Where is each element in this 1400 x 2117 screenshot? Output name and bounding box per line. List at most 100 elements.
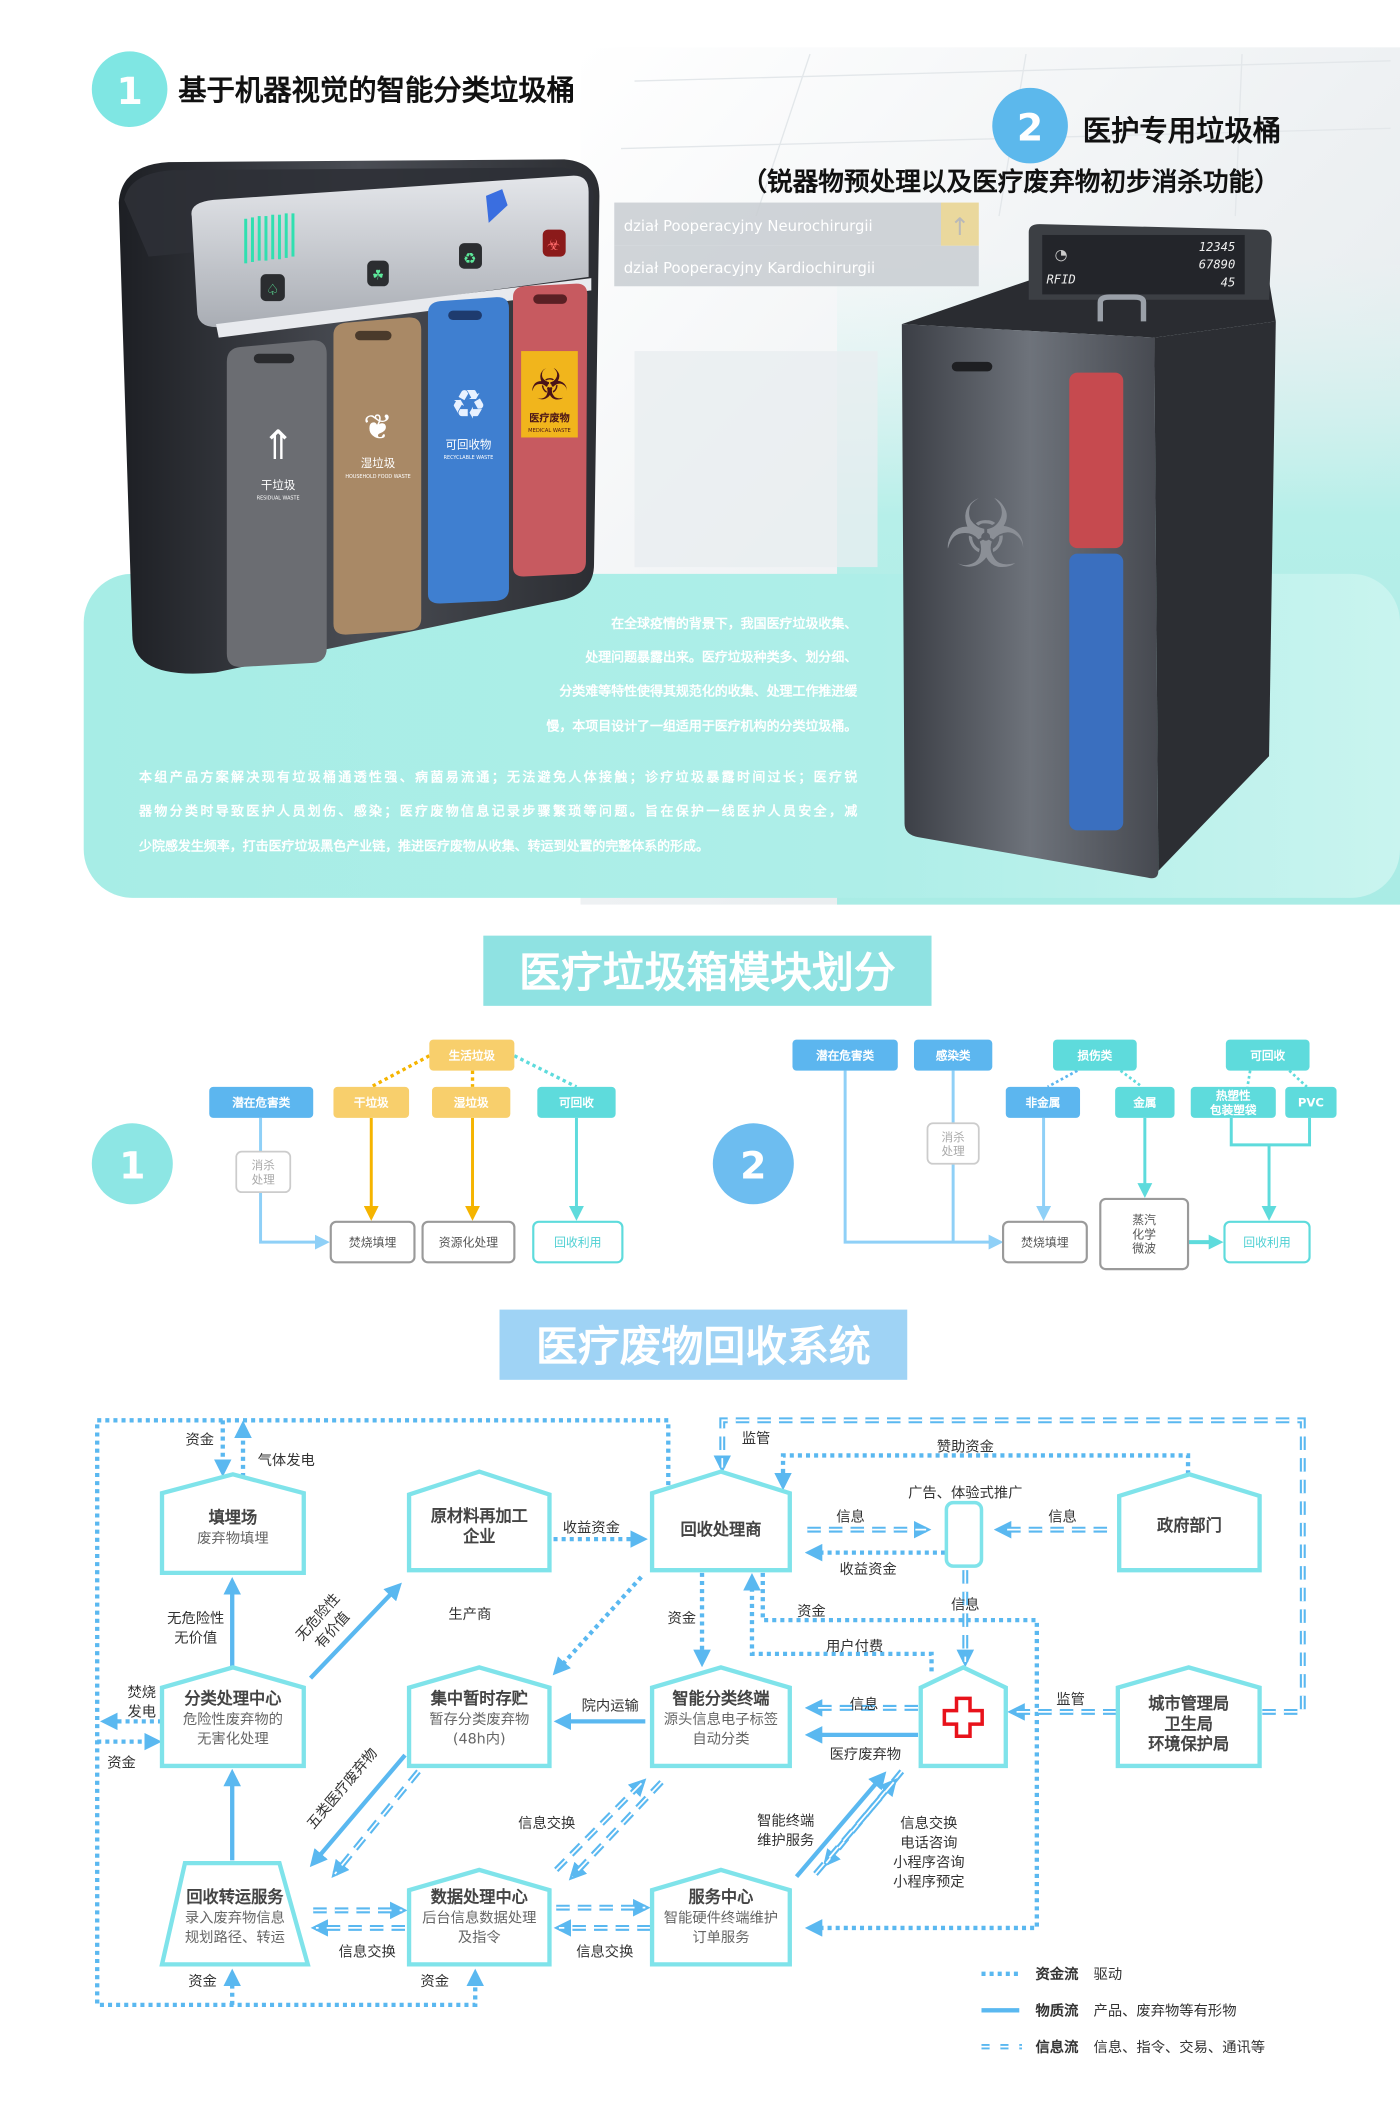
node-title: 回收处理商 <box>680 1520 761 1539</box>
bin-label-medical: 医疗废物 <box>529 411 569 424</box>
connector-line <box>1229 1117 1312 1147</box>
intro-paragraph-2: 本组产品方案解决现有垃圾桶通透性强、病菌易流通；无法避免人体接触；诊疗垃圾暴露时… <box>138 770 857 855</box>
flow-label-info-exchange-2: 信息交换 <box>339 1942 396 1960</box>
node-subtitle: 源头信息电子标签 <box>664 1711 778 1728</box>
box-fill <box>429 1039 515 1071</box>
sharps-handle[interactable] <box>1097 294 1147 322</box>
box-fill <box>537 1086 616 1118</box>
node-hospital[interactable] <box>918 1664 1008 1769</box>
money-flow-line <box>743 1573 934 1672</box>
svg-text:☣: ☣ <box>547 236 560 254</box>
node-subtitle: 后台信息数据处理 <box>422 1910 536 1927</box>
box-potential-hazard: 潜在危害类 <box>209 1086 314 1118</box>
bin-label-dry: 干垃圾 <box>261 478 296 492</box>
red-cross-icon <box>942 1696 984 1738</box>
hero-section: ↑ dział Pooperacyjny Neurochirurgii dzia… <box>83 47 1400 905</box>
box-incinerate-landfill: 焚烧填埋 <box>1002 1220 1088 1264</box>
box-non-metal: 非金属 <box>1005 1086 1081 1118</box>
flow-label-ad-promo: 广告、体验式推广 <box>908 1484 1022 1501</box>
legend-name: 信息流 <box>1035 2038 1079 2056</box>
modules-title-bar <box>483 935 932 1006</box>
flow-label-info-exchange-4: 小程序咨询 <box>893 1854 964 1871</box>
svg-text:♻: ♻ <box>463 249 476 267</box>
medical-bin-illustration: ◔ RFID 12345 67890 45 ☣ <box>901 224 1276 879</box>
sharps-door[interactable] <box>1069 372 1124 549</box>
box-fill <box>1115 1086 1175 1118</box>
box-dry-waste-label: 干垃圾 <box>354 1096 389 1110</box>
door-wet[interactable] <box>333 317 422 635</box>
diagram-2-number: 2 <box>740 1144 766 1188</box>
node-title: 环境保护局 <box>1148 1735 1229 1754</box>
box-potential-hazard: 潜在危害类 <box>792 1039 898 1071</box>
box-wet-waste: 湿垃圾 <box>432 1086 511 1118</box>
box-non-metal-label: 非金属 <box>1025 1096 1060 1110</box>
house-frame <box>406 1867 552 1967</box>
rfid-label: RFID <box>1047 273 1076 287</box>
box-incinerate-landfill: 焚烧填埋 <box>329 1220 416 1264</box>
door-dry[interactable] <box>226 340 327 667</box>
node-recycler[interactable]: 回收处理商 <box>649 1469 792 1573</box>
connector-line <box>259 1192 330 1250</box>
connector-line <box>370 1054 431 1089</box>
biohazard-icon: ☣ <box>530 361 569 411</box>
node-title: 原材料再加工 <box>431 1507 528 1526</box>
flow-label-five-types: 五类医疗废弃物 <box>303 1745 380 1833</box>
box-fill <box>432 1086 511 1118</box>
box-potential-hazard-label: 潜在危害类 <box>232 1096 290 1110</box>
box-wet-waste-label: 湿垃圾 <box>454 1096 489 1110</box>
flow-label-supervise-top: 监管 <box>742 1430 771 1447</box>
intro-paragraph-1: 在全球疫情的背景下，我国医疗垃圾收集、 处理问题暴露出来。医疗垃圾种类多、划分细… <box>546 616 858 735</box>
box-fill <box>913 1039 993 1071</box>
flow-label-income-reprocess: 收益资金 <box>563 1519 620 1536</box>
flow-label-maintenance: 维护服务 <box>757 1832 814 1849</box>
info-flow-line-gap <box>571 1781 663 1878</box>
node-title: 数据处理中心 <box>431 1887 528 1906</box>
box-potential-hazard-label: 潜在危害类 <box>816 1048 874 1062</box>
box-steam-chemical-microwave-label: 微波 <box>1132 1242 1156 1256</box>
product-1-title: 基于机器视觉的智能分类垃圾桶 <box>178 74 575 107</box>
para2-line: 少院感发生频率，打击医疗垃圾黑色产业链，推进医疗废物从收集、转运到处置的完整体系… <box>138 839 709 855</box>
display-line-2: 67890 <box>1199 258 1236 272</box>
box-infectious: 感染类 <box>913 1039 993 1071</box>
material-flow-line <box>794 1771 887 1879</box>
box-recycle-reuse: 回收利用 <box>1223 1220 1311 1264</box>
flow-label-info-hospital: 信息 <box>951 1596 980 1613</box>
svg-text:☘: ☘ <box>372 268 384 284</box>
door-recycle[interactable] <box>427 297 509 604</box>
flow-label-info-exchange-4: 小程序预定 <box>893 1874 964 1891</box>
box-fill <box>333 1086 410 1118</box>
svg-text:♤: ♤ <box>266 280 279 298</box>
scanner-stripes <box>244 213 295 264</box>
led-dry-icon <box>260 274 285 302</box>
badge-1 <box>91 51 168 127</box>
flow-label-transport-in: 院内运输 <box>582 1698 639 1715</box>
house-frame <box>649 1867 792 1967</box>
advertising-node[interactable] <box>944 1500 984 1568</box>
flow-label-info-exchange-1: 信息交换 <box>518 1814 575 1832</box>
medical-waste-door[interactable] <box>1069 553 1124 831</box>
money-flow-line <box>760 1572 1039 1937</box>
node-subtitle: 暂存分类废弃物 <box>429 1711 529 1728</box>
connector-line <box>1046 1069 1078 1089</box>
recycle-icon: ♻ <box>450 381 486 429</box>
node-government[interactable]: 政府部门 <box>1117 1472 1262 1573</box>
para1-line: 分类难等特性使得其规范化的收集、处理工作推进缓 <box>559 683 858 699</box>
material-flow-line <box>308 1582 402 1680</box>
node-title: 集中暂时存贮 <box>430 1689 528 1708</box>
node-subtitle: 危险性废弃物的 <box>183 1711 283 1728</box>
box-pvc: PVC <box>1285 1086 1337 1118</box>
flow-label-user-pay: 用户付费 <box>826 1638 883 1655</box>
corridor-sign-1: ↑ dział Pooperacyjny Neurochirurgii <box>614 202 979 246</box>
arrow-up-icon: ↑ <box>950 212 970 241</box>
bin-en-wet: HOUSEHOLD FOOD WASTE <box>345 474 410 480</box>
